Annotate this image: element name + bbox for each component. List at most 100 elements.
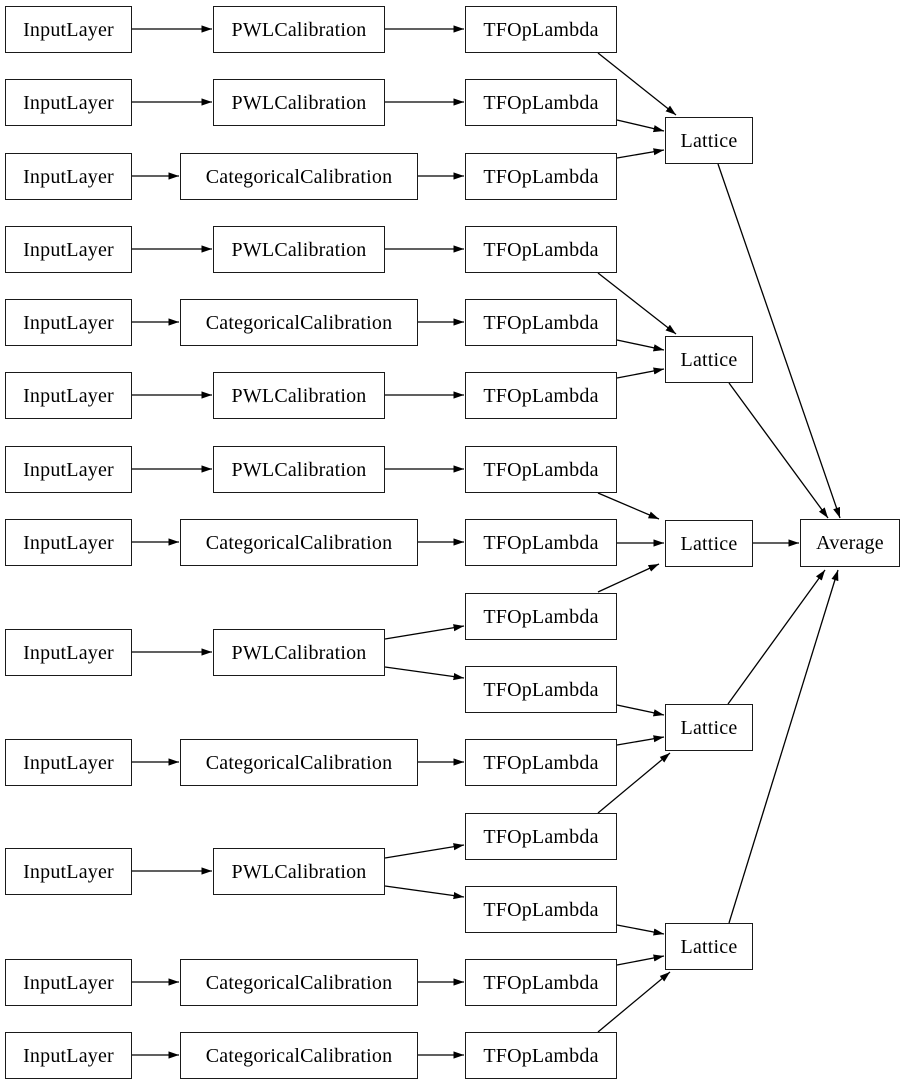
node-pwlcalibration: PWLCalibration — [213, 79, 385, 126]
node-categoricalcalibration: CategoricalCalibration — [180, 153, 418, 200]
node-tfoplambda: TFOpLambda — [465, 593, 617, 640]
node-label: TFOpLambda — [483, 165, 599, 188]
node-label: Lattice — [680, 716, 738, 739]
node-categoricalcalibration: CategoricalCalibration — [180, 519, 418, 566]
node-label: TFOpLambda — [483, 18, 599, 41]
node-label: TFOpLambda — [483, 1044, 599, 1067]
edge-lambda-10-to-lattice-4 — [616, 704, 665, 717]
node-inputlayer: InputLayer — [5, 226, 132, 273]
node-lattice: Lattice — [665, 704, 753, 751]
edge-lambda-5-to-lattice-2 — [616, 339, 665, 352]
node-lattice: Lattice — [665, 520, 753, 567]
node-pwlcalibration: PWLCalibration — [213, 848, 385, 895]
node-tfoplambda: TFOpLambda — [465, 299, 617, 346]
node-pwlcalibration: PWLCalibration — [213, 6, 385, 53]
node-label: PWLCalibration — [231, 641, 367, 664]
edge-lattice-4-to-average — [727, 569, 826, 705]
edge-lambda-15-to-lattice-5 — [597, 971, 671, 1033]
node-label: Lattice — [680, 935, 738, 958]
node-label: Lattice — [680, 348, 738, 371]
edge-lambda-9-to-lattice-3 — [597, 563, 660, 593]
node-label: CategoricalCalibration — [205, 971, 393, 994]
node-categoricalcalibration: CategoricalCalibration — [180, 299, 418, 346]
node-label: TFOpLambda — [483, 971, 599, 994]
node-lattice: Lattice — [665, 923, 753, 970]
node-tfoplambda: TFOpLambda — [465, 79, 617, 126]
node-label: InputLayer — [23, 238, 114, 261]
edge-calib-11-to-lambda-12 — [384, 843, 465, 859]
node-label: InputLayer — [23, 751, 114, 774]
edge-lambda-12-to-lattice-4 — [597, 752, 671, 814]
node-label: TFOpLambda — [483, 825, 599, 848]
edge-lambda-4-to-lattice-2 — [597, 272, 677, 335]
node-label: PWLCalibration — [231, 384, 367, 407]
edge-lambda-3-to-lattice-1 — [616, 148, 665, 159]
node-label: CategoricalCalibration — [205, 165, 393, 188]
node-inputlayer: InputLayer — [5, 6, 132, 53]
node-label: InputLayer — [23, 641, 114, 664]
node-label: InputLayer — [23, 91, 114, 114]
edge-calib-9-to-lambda-10 — [384, 666, 465, 681]
edge-lattice-2-to-average — [728, 382, 829, 519]
node-tfoplambda: TFOpLambda — [465, 666, 617, 713]
node-inputlayer: InputLayer — [5, 519, 132, 566]
edge-lambda-1-to-lattice-1 — [597, 52, 677, 116]
node-tfoplambda: TFOpLambda — [465, 1032, 617, 1079]
node-label: PWLCalibration — [231, 91, 367, 114]
node-label: InputLayer — [23, 531, 114, 554]
node-label: InputLayer — [23, 165, 114, 188]
node-label: Lattice — [680, 532, 738, 555]
node-label: InputLayer — [23, 1044, 114, 1067]
node-lattice: Lattice — [665, 336, 753, 383]
node-label: InputLayer — [23, 860, 114, 883]
node-tfoplambda: TFOpLambda — [465, 886, 617, 933]
edge-lattice-5-to-average — [728, 569, 839, 924]
node-label: Average — [816, 532, 884, 554]
node-label: CategoricalCalibration — [205, 1044, 393, 1067]
node-label: TFOpLambda — [483, 458, 599, 481]
node-label: TFOpLambda — [483, 751, 599, 774]
node-categoricalcalibration: CategoricalCalibration — [180, 1032, 418, 1079]
node-label: PWLCalibration — [231, 18, 367, 41]
node-label: InputLayer — [23, 18, 114, 41]
edge-lambda-14-to-lattice-5 — [616, 954, 665, 966]
node-label: PWLCalibration — [231, 238, 367, 261]
node-label: Lattice — [680, 129, 738, 152]
node-inputlayer: InputLayer — [5, 629, 132, 676]
node-label: TFOpLambda — [483, 531, 599, 554]
edge-calib-9-to-lambda-9 — [384, 624, 465, 640]
node-tfoplambda: TFOpLambda — [465, 813, 617, 860]
node-pwlcalibration: PWLCalibration — [213, 226, 385, 273]
node-label: TFOpLambda — [483, 384, 599, 407]
node-tfoplambda: TFOpLambda — [465, 959, 617, 1006]
node-label: TFOpLambda — [483, 898, 599, 921]
node-inputlayer: InputLayer — [5, 79, 132, 126]
node-categoricalcalibration: CategoricalCalibration — [180, 959, 418, 1006]
edge-lambda-6-to-lattice-2 — [616, 367, 665, 379]
node-pwlcalibration: PWLCalibration — [213, 446, 385, 493]
node-tfoplambda: TFOpLambda — [465, 372, 617, 419]
node-label: TFOpLambda — [483, 678, 599, 701]
node-tfoplambda: TFOpLambda — [465, 6, 617, 53]
node-inputlayer: InputLayer — [5, 959, 132, 1006]
node-label: CategoricalCalibration — [205, 751, 393, 774]
node-inputlayer: InputLayer — [5, 1032, 132, 1079]
node-label: PWLCalibration — [231, 458, 367, 481]
node-label: TFOpLambda — [483, 91, 599, 114]
node-pwlcalibration: PWLCalibration — [213, 372, 385, 419]
node-tfoplambda: TFOpLambda — [465, 226, 617, 273]
edge-lambda-13-to-lattice-5 — [616, 924, 665, 936]
node-inputlayer: InputLayer — [5, 372, 132, 419]
edge-lambda-11-to-lattice-4 — [616, 735, 665, 746]
node-pwlcalibration: PWLCalibration — [213, 629, 385, 676]
edge-lambda-2-to-lattice-1 — [616, 119, 665, 133]
node-average: Average — [800, 519, 900, 567]
node-categoricalcalibration: CategoricalCalibration — [180, 739, 418, 786]
node-tfoplambda: TFOpLambda — [465, 446, 617, 493]
node-label: InputLayer — [23, 971, 114, 994]
node-label: InputLayer — [23, 458, 114, 481]
node-inputlayer: InputLayer — [5, 848, 132, 895]
node-inputlayer: InputLayer — [5, 739, 132, 786]
